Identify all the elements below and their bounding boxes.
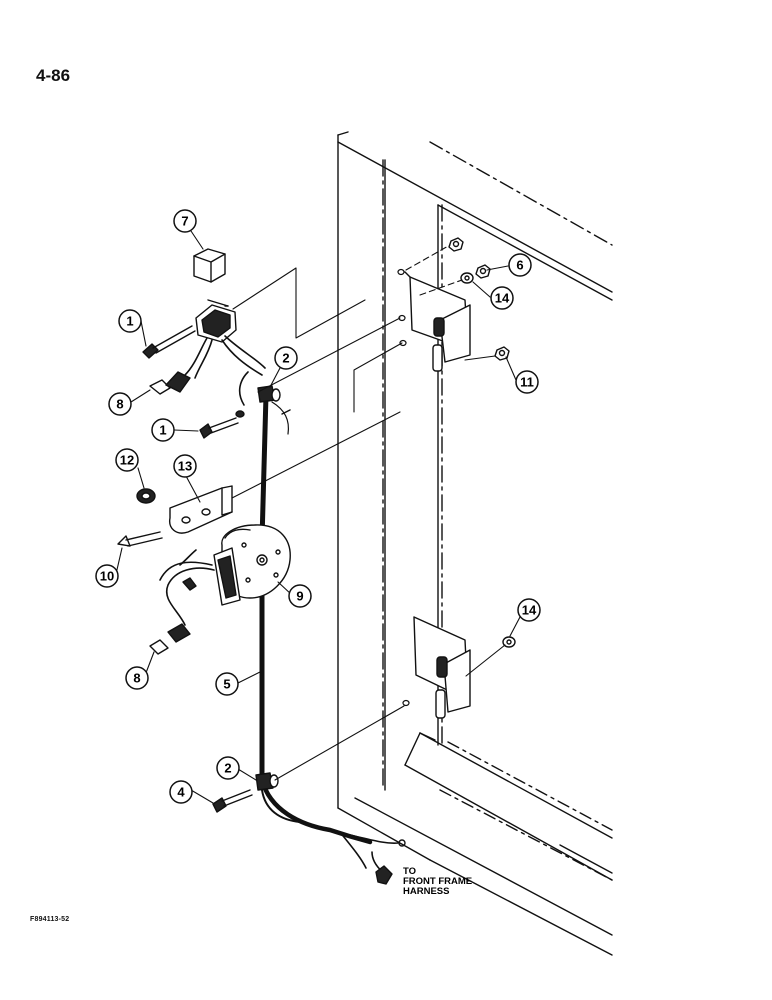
callout-circle [118,309,142,333]
callout-2: 2 [274,346,298,370]
callout-circle [115,448,139,472]
callout-14: 14 [490,286,514,310]
harness-routing-note: TO FRONT FRAME HARNESS [403,866,472,897]
callout-circle [515,370,539,394]
mounting-holes [397,268,410,707]
callout-5: 5 [215,672,239,696]
callout-10: 10 [95,564,119,588]
callout-label: 2 [224,761,231,776]
callout-circle [173,209,197,233]
callout-circle [95,564,119,588]
hinge-nuts-and-washers [448,237,516,648]
callout-circle [216,756,240,780]
callout-label: 14 [522,603,537,618]
lower-harness-clamp [255,772,279,791]
lower-harness-connector [149,577,197,655]
callout-label: 6 [516,258,523,273]
callout-13: 13 [173,454,197,478]
callout-circle [288,584,312,608]
callout-12: 12 [115,448,139,472]
callout-circle [215,672,239,696]
cab-frame [337,131,613,956]
callout-4: 4 [169,780,193,804]
callout-circle [125,666,149,690]
callout-2: 2 [216,756,240,780]
leader-lines [115,230,521,804]
bracket-nut [136,488,156,504]
callout-circle [517,598,541,622]
callout-label: 7 [181,214,188,229]
callout-label: 9 [296,589,303,604]
callout-label: 4 [177,785,185,800]
relay-socket [195,299,237,343]
callout-1: 1 [151,418,175,442]
upper-door-hinge [404,271,471,372]
callout-circle [108,392,132,416]
note-line-2: FRONT FRAME [403,876,472,887]
callout-circle [274,346,298,370]
alignment-lines [405,244,463,296]
callout-14: 14 [517,598,541,622]
callout-6: 6 [508,253,532,277]
callout-label: 1 [126,314,133,329]
callout-circle [508,253,532,277]
callout-label: 11 [520,375,534,390]
mounting-bracket [169,485,233,534]
callout-circle [169,780,193,804]
relay-harness-leads [184,335,266,406]
callout-label: 14 [495,291,510,306]
relay-bolt [142,325,196,359]
module-harness-leads [159,549,215,626]
callout-circle [173,454,197,478]
note-line-1: TO [403,866,416,877]
callout-label: 8 [133,671,140,686]
callout-circle [490,286,514,310]
callout-label: 1 [159,423,166,438]
callout-9: 9 [288,584,312,608]
lower-clamp-screw [212,789,253,813]
bracket-bolt [117,531,163,547]
callout-label: 13 [178,459,192,474]
figure-code: F894113-52 [30,916,70,923]
callout-7: 7 [173,209,197,233]
note-line-3: HARNESS [403,886,449,897]
page-number: 4-86 [36,66,71,85]
upper-harness-connector [149,371,191,395]
callout-circle [151,418,175,442]
callout-label: 10 [100,569,114,584]
callout-label: 12 [120,453,134,468]
callout-1: 1 [118,309,142,333]
relay [193,248,226,283]
lower-door-hinge [413,616,471,719]
callout-label: 2 [282,351,289,366]
callout-label: 5 [223,677,230,692]
callout-label: 8 [116,397,123,412]
clamp-bolt [199,410,245,439]
callout-8: 8 [108,392,132,416]
flasher-module [213,524,291,606]
callout-8: 8 [125,666,149,690]
callout-11: 11 [515,370,539,394]
